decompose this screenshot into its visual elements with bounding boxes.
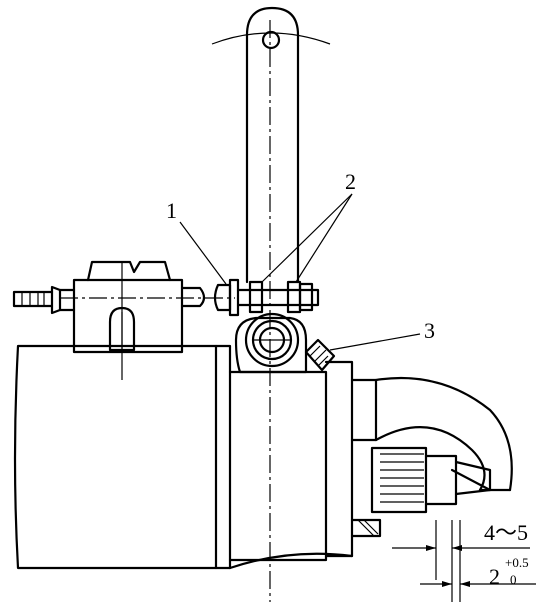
- flange-housing: [228, 360, 382, 562]
- dimension-clearance-base: 2: [489, 564, 500, 589]
- lever-swing-arc: [211, 32, 331, 45]
- callout-part-1: 1: [166, 198, 177, 223]
- adjusting-screw-nuts: [213, 278, 320, 317]
- stop-block: [304, 338, 336, 372]
- spline-shaft: [370, 446, 492, 514]
- callout-part-3: 3: [424, 318, 435, 343]
- dimension-gap-text: 4～5: [484, 520, 529, 545]
- elbow-duct: [374, 376, 513, 492]
- lever-arm: [245, 6, 300, 284]
- leader-part3: [329, 333, 421, 351]
- dimension-clearance-upper: +0.5: [505, 555, 529, 570]
- dimension-clearance-lower: 0: [510, 572, 517, 587]
- leader-part2-a: [261, 193, 353, 283]
- callout-part-2: 2: [345, 169, 356, 194]
- dimension-clearance: [420, 520, 536, 602]
- leader-part1: [179, 221, 227, 285]
- leader-part2-b: [295, 193, 353, 283]
- cam-roller: [234, 312, 308, 374]
- main-housing: [13, 344, 354, 570]
- actuator-body: [12, 260, 206, 380]
